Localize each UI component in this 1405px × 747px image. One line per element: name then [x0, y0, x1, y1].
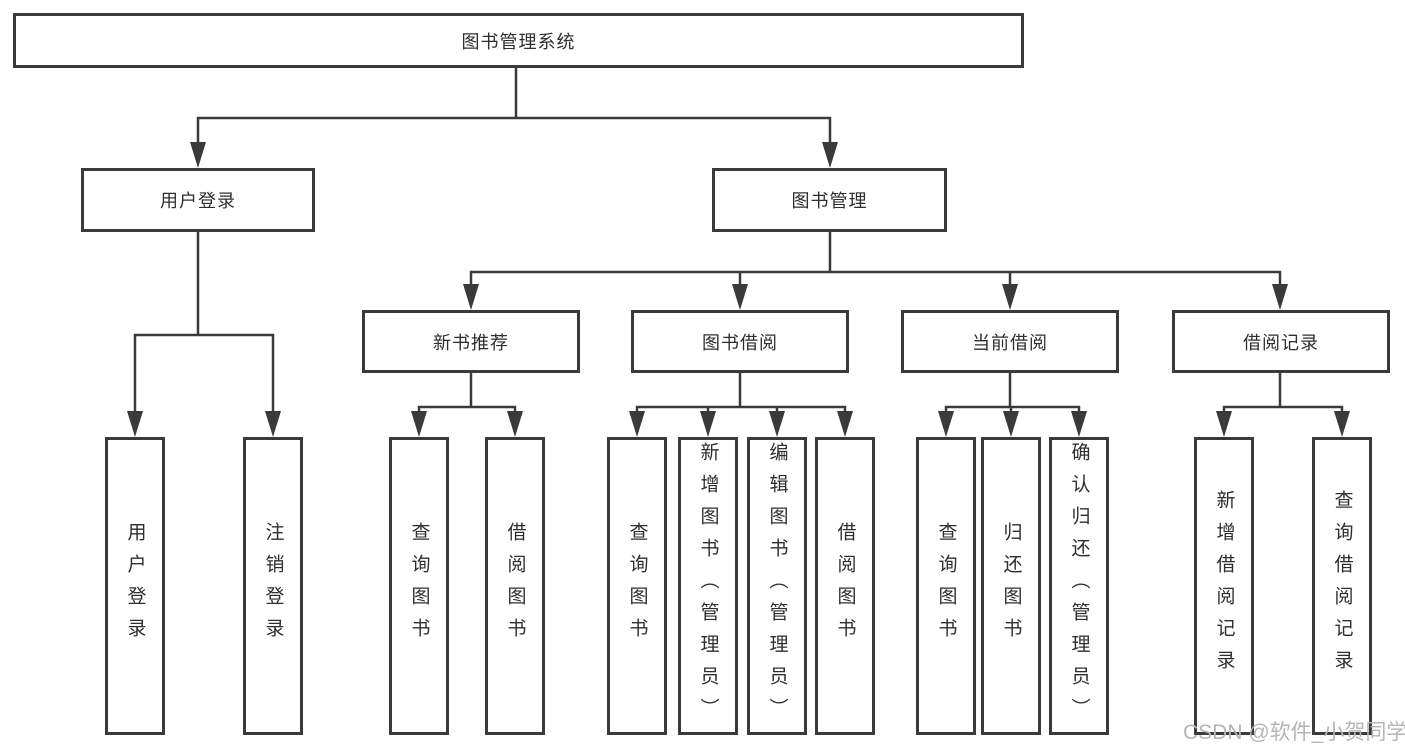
node-book-management: 图书管理 — [712, 168, 947, 232]
leaf-query-books-current: 查询图书 — [916, 437, 976, 735]
node-label: 查询图书 — [408, 522, 430, 650]
leaf-edit-book-admin: 编辑图书（管理员） — [747, 437, 807, 735]
node-label: 新增图书（管理员） — [697, 442, 719, 730]
node-label: 图书管理系统 — [461, 31, 576, 52]
leaf-borrow-books-borrow: 借阅图书 — [815, 437, 875, 735]
node-label: 查询图书 — [935, 522, 957, 650]
node-new-book-recommend: 新书推荐 — [362, 310, 580, 373]
node-book-borrowing: 图书借阅 — [631, 310, 849, 373]
leaf-query-books-borrow: 查询图书 — [607, 437, 667, 735]
node-user-login-branch: 用户登录 — [81, 168, 315, 232]
leaf-return-books: 归还图书 — [981, 437, 1041, 735]
node-label: 借阅记录 — [1243, 332, 1319, 353]
node-current-borrowing: 当前借阅 — [901, 310, 1119, 373]
node-library-management-system: 图书管理系统 — [13, 13, 1024, 68]
leaf-add-book-admin: 新增图书（管理员） — [678, 437, 738, 735]
node-label: 借阅图书 — [834, 522, 856, 650]
leaf-logout: 注销登录 — [243, 437, 303, 735]
leaf-query-books-recommend: 查询图书 — [389, 437, 449, 735]
node-label: 图书管理 — [791, 191, 868, 211]
node-label: 图书借阅 — [702, 332, 778, 353]
leaf-query-borrow-record: 查询借阅记录 — [1312, 437, 1372, 735]
leaf-borrow-books-recommend: 借阅图书 — [485, 437, 545, 735]
node-label: 编辑图书（管理员） — [766, 442, 788, 730]
node-label: 当前借阅 — [972, 332, 1048, 353]
leaf-add-borrow-record: 新增借阅记录 — [1194, 437, 1254, 735]
node-label: 归还图书 — [1000, 522, 1022, 650]
node-label: 新增借阅记录 — [1213, 490, 1235, 682]
csdn-watermark: CSDN @软件_小贺同学 — [1183, 721, 1405, 744]
node-label: 查询图书 — [626, 522, 648, 650]
node-label: 借阅图书 — [504, 522, 526, 650]
node-label: 注销登录 — [262, 522, 284, 650]
leaf-confirm-return-admin: 确认归还（管理员） — [1049, 437, 1109, 735]
arrowheads — [127, 142, 1350, 437]
leaf-user-login: 用户登录 — [105, 437, 165, 735]
node-label: 确认归还（管理员） — [1068, 442, 1090, 730]
node-label: 用户登录 — [124, 522, 146, 650]
node-label: 新书推荐 — [433, 332, 509, 353]
node-label: 用户登录 — [160, 191, 236, 211]
node-label: 查询借阅记录 — [1331, 490, 1353, 682]
node-borrowing-records: 借阅记录 — [1172, 310, 1390, 373]
